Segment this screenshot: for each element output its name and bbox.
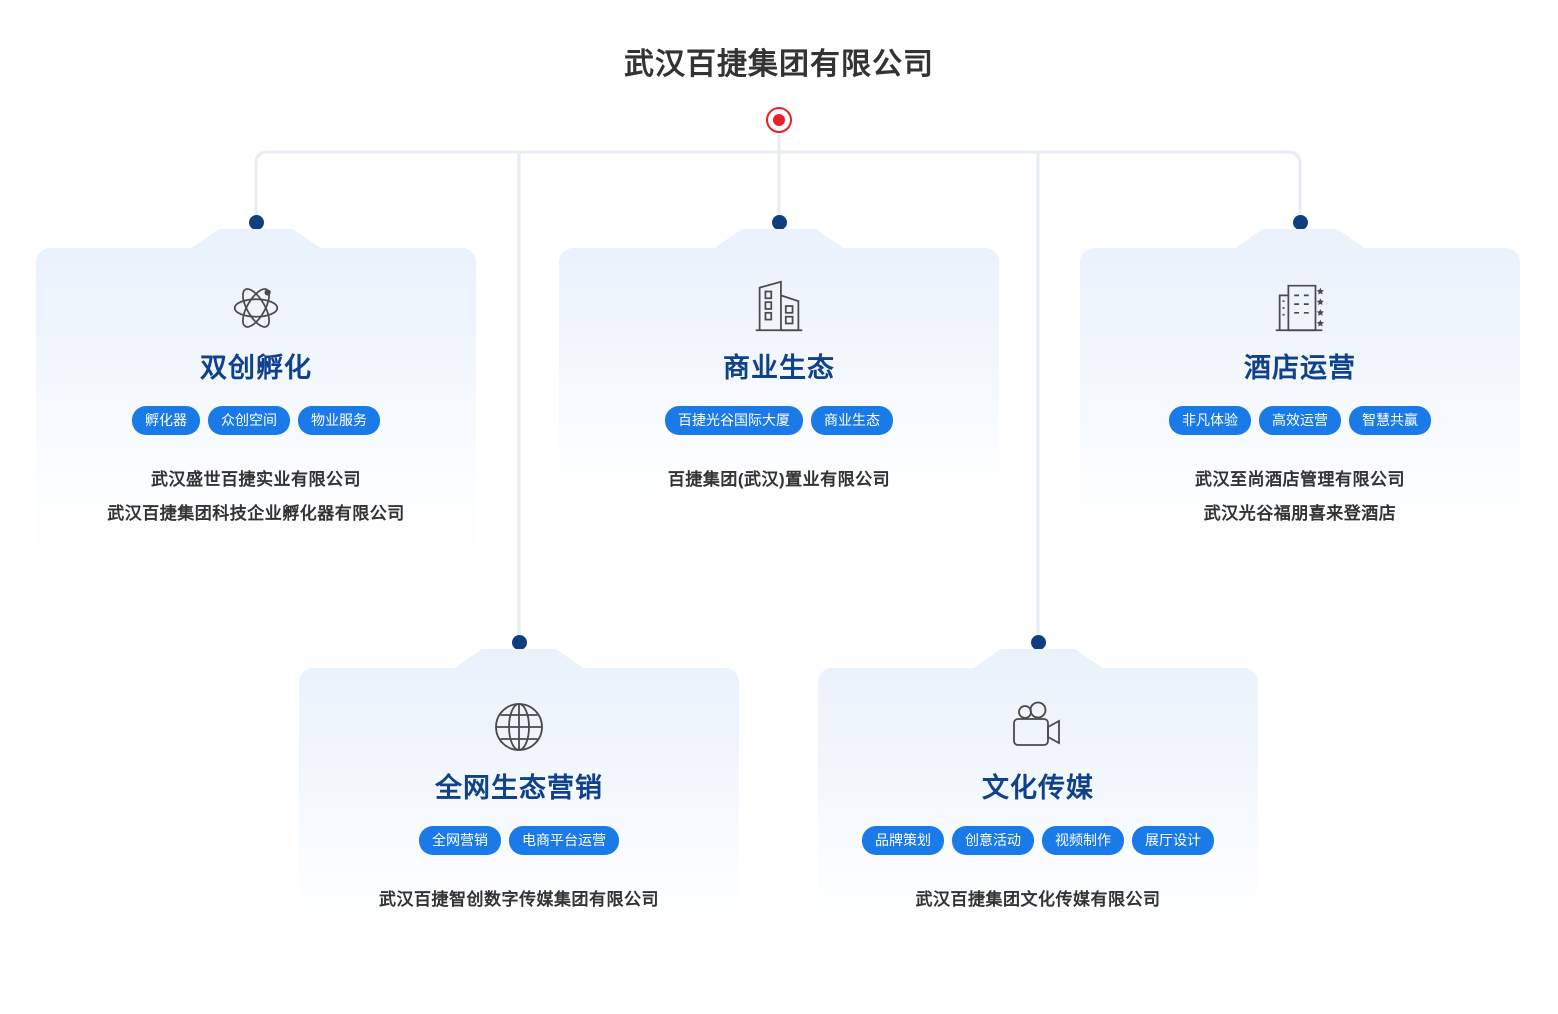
branch-card-incubation[interactable]: 双创孵化 孵化器 众创空间 物业服务 武汉盛世百捷实业有限公司 武汉百捷集团科技… xyxy=(36,229,476,565)
tag-item[interactable]: 物业服务 xyxy=(298,406,380,435)
tag-item[interactable]: 孵化器 xyxy=(132,406,200,435)
branch-dot-network-marketing xyxy=(512,635,527,650)
company-list: 武汉百捷集团文化传媒有限公司 xyxy=(818,883,1258,951)
company-name: 武汉至尚酒店管理有限公司 xyxy=(1195,470,1405,489)
company-list: 百捷集团(武汉)置业有限公司 xyxy=(559,463,999,531)
tag-row: 孵化器 众创空间 物业服务 xyxy=(36,406,476,435)
branch-card-commercial-ecology[interactable]: 商业生态 百捷光谷国际大厦 商业生态 百捷集团(武汉)置业有限公司 xyxy=(559,229,999,531)
company-name: 武汉百捷智创数字传媒集团有限公司 xyxy=(379,890,659,909)
card-notch xyxy=(190,229,322,249)
atom-icon xyxy=(36,276,476,338)
card-notch xyxy=(972,649,1104,669)
tag-row: 品牌策划 创意活动 视频制作 展厅设计 xyxy=(818,826,1258,855)
hotel-stars-icon xyxy=(1080,276,1520,338)
card-title: 商业生态 xyxy=(723,353,835,383)
branch-card-culture-media[interactable]: 文化传媒 品牌策划 创意活动 视频制作 展厅设计 武汉百捷集团文化传媒有限公司 xyxy=(818,649,1258,951)
company-name: 武汉盛世百捷实业有限公司 xyxy=(151,470,361,489)
tag-item[interactable]: 众创空间 xyxy=(208,406,290,435)
card-notch xyxy=(1234,229,1366,249)
tag-item[interactable]: 商业生态 xyxy=(811,406,893,435)
tag-item[interactable]: 品牌策划 xyxy=(862,826,944,855)
tag-item[interactable]: 全网营销 xyxy=(419,826,501,855)
card-title: 全网生态营销 xyxy=(435,773,603,803)
branch-card-hotel-operation[interactable]: 酒店运营 非凡体验 高效运营 智慧共赢 武汉至尚酒店管理有限公司 武汉光谷福朋喜… xyxy=(1080,229,1520,565)
branch-dot-incubation xyxy=(249,215,264,230)
card-title: 双创孵化 xyxy=(200,353,312,383)
office-buildings-icon xyxy=(559,276,999,338)
tag-item[interactable]: 非凡体验 xyxy=(1169,406,1251,435)
tag-item[interactable]: 电商平台运营 xyxy=(509,826,619,855)
branch-dot-commercial-ecology xyxy=(772,215,787,230)
company-name: 武汉百捷集团文化传媒有限公司 xyxy=(915,890,1161,909)
card-notch xyxy=(453,649,585,669)
tag-item[interactable]: 高效运营 xyxy=(1259,406,1341,435)
company-name: 武汉百捷集团科技企业孵化器有限公司 xyxy=(107,504,405,523)
card-title: 文化传媒 xyxy=(982,773,1094,803)
company-name: 武汉光谷福朋喜来登酒店 xyxy=(1203,504,1397,523)
root-company-title: 武汉百捷集团有限公司 xyxy=(624,48,934,81)
company-list: 武汉百捷智创数字传媒集团有限公司 xyxy=(299,883,739,951)
company-name: 百捷集团(武汉)置业有限公司 xyxy=(667,470,891,489)
video-camera-icon xyxy=(818,696,1258,758)
company-list: 武汉盛世百捷实业有限公司 武汉百捷集团科技企业孵化器有限公司 xyxy=(36,463,476,565)
branch-dot-culture-media xyxy=(1031,635,1046,650)
tag-item[interactable]: 创意活动 xyxy=(952,826,1034,855)
tag-item[interactable]: 展厅设计 xyxy=(1132,826,1214,855)
company-list: 武汉至尚酒店管理有限公司 武汉光谷福朋喜来登酒店 xyxy=(1080,463,1520,565)
globe-icon xyxy=(299,696,739,758)
tag-item[interactable]: 百捷光谷国际大厦 xyxy=(665,406,803,435)
card-title: 酒店运营 xyxy=(1244,353,1356,383)
card-notch xyxy=(713,229,845,249)
tag-row: 非凡体验 高效运营 智慧共赢 xyxy=(1080,406,1520,435)
tag-item[interactable]: 视频制作 xyxy=(1042,826,1124,855)
branch-card-network-marketing[interactable]: 全网生态营销 全网营销 电商平台运营 武汉百捷智创数字传媒集团有限公司 xyxy=(299,649,739,951)
branch-dot-hotel-operation xyxy=(1293,215,1308,230)
tag-row: 百捷光谷国际大厦 商业生态 xyxy=(559,406,999,435)
tag-row: 全网营销 电商平台运营 xyxy=(299,826,739,855)
tag-item[interactable]: 智慧共赢 xyxy=(1349,406,1431,435)
root-ring-dot-icon xyxy=(766,107,792,133)
